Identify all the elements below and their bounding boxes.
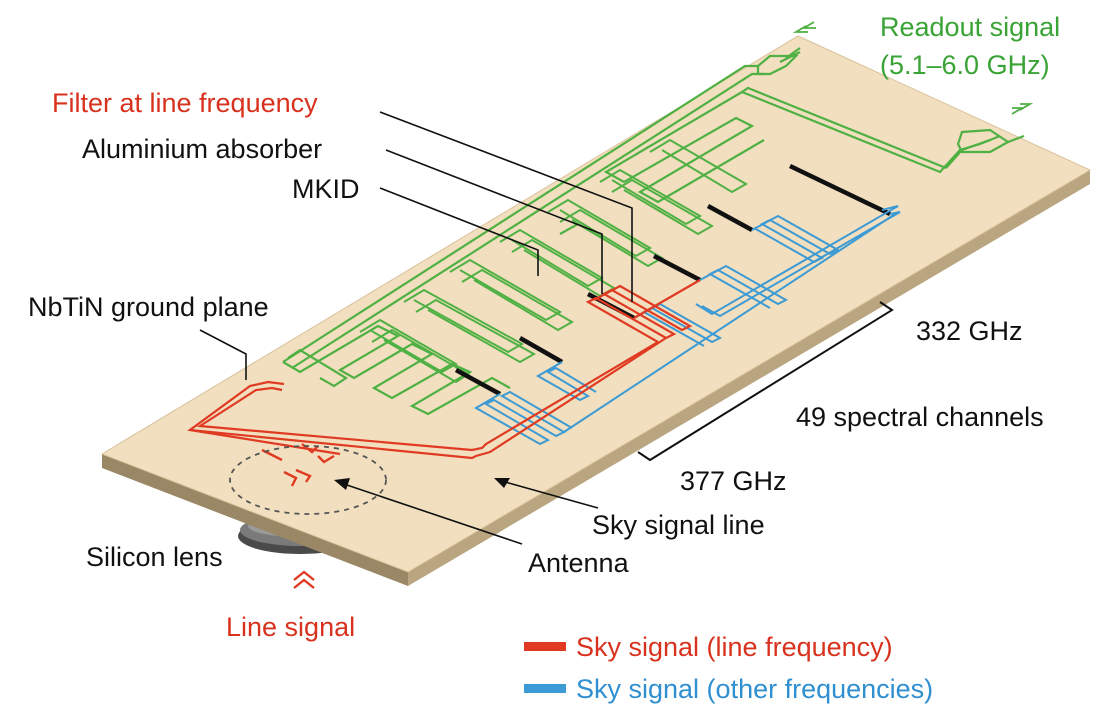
leader-lines xyxy=(199,111,633,545)
channel-bracket xyxy=(637,301,894,462)
line-signal-arrow xyxy=(293,570,315,589)
aluminium-absorbers xyxy=(454,163,891,396)
readout-arrows xyxy=(792,21,1034,115)
chip-substrate xyxy=(100,35,1092,586)
leader-arrowheads xyxy=(334,478,510,490)
absorber-label: Aluminium absorber xyxy=(82,134,322,164)
chip-top-surface xyxy=(100,35,1092,573)
sky-signal-line-label: Sky signal line xyxy=(592,510,765,540)
mkid-label: MKID xyxy=(292,174,360,204)
readout-frequency-label: (5.1–6.0 GHz) xyxy=(880,50,1050,80)
line-signal-label: Line signal xyxy=(226,612,355,642)
freq-high-label: 332 GHz xyxy=(916,316,1023,346)
silicon-lens-label: Silicon lens xyxy=(86,542,223,572)
freq-low-label: 377 GHz xyxy=(680,466,787,496)
legend: Sky signal (line frequency) Sky signal (… xyxy=(524,632,933,704)
channels-label: 49 spectral channels xyxy=(796,402,1044,432)
ground-plane-label: NbTiN ground plane xyxy=(28,292,269,322)
antenna-dashed-circle xyxy=(229,445,387,515)
legend-label-other: Sky signal (other frequencies) xyxy=(576,674,933,704)
legend-swatch-line xyxy=(524,642,566,651)
legend-swatch-other xyxy=(524,684,566,693)
filter-label: Filter at line frequency xyxy=(52,88,318,118)
readout-signal-label: Readout signal xyxy=(880,12,1060,42)
legend-label-line: Sky signal (line frequency) xyxy=(576,632,893,662)
antenna-label: Antenna xyxy=(528,548,630,578)
sky-signal-line xyxy=(187,279,701,460)
